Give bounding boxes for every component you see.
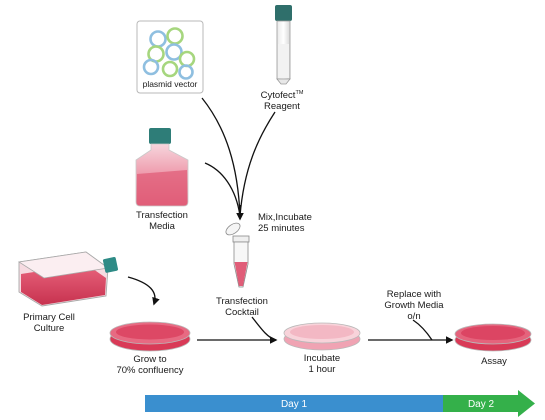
reagent-label-line1: CytofectTM bbox=[261, 90, 304, 101]
reagent-label-line2: Reagent bbox=[264, 101, 300, 112]
media-to-mix-curve bbox=[204, 162, 241, 217]
dish-assay: Assay bbox=[454, 323, 532, 367]
reagent-to-mix-curve bbox=[239, 111, 276, 217]
incubate-label-line2: 1 hour bbox=[309, 364, 336, 375]
primary-label-line2: Culture bbox=[34, 323, 65, 334]
dish-incubate: Incubate 1 hour bbox=[283, 322, 361, 375]
plasmid-label: plasmid vector bbox=[143, 79, 198, 89]
transfection-cocktail-tube: Transfection Cocktail bbox=[216, 222, 268, 318]
cocktail-to-incubate-curve bbox=[251, 316, 277, 341]
flask-to-dish-arrow bbox=[127, 276, 160, 306]
assay-label: Assay bbox=[481, 356, 507, 367]
converging-arrows bbox=[201, 97, 276, 221]
cytofect-reagent-tube: CytofectTM Reagent bbox=[261, 5, 304, 112]
tube-lid-open bbox=[225, 222, 241, 236]
flask-cap bbox=[102, 256, 119, 273]
replace-label-line3: o/n bbox=[407, 311, 420, 322]
media-label-line1: Transfection bbox=[136, 210, 188, 221]
transfection-media-bottle: Transfection Media bbox=[135, 128, 189, 232]
plasmid-rings-icon bbox=[142, 27, 196, 80]
plasmid-vector: plasmid vector bbox=[136, 20, 204, 94]
timeline: Day 1 Day 2 bbox=[145, 390, 535, 417]
plasmid-to-mix-curve bbox=[201, 97, 241, 217]
dish-grow: Grow to 70% confluency bbox=[109, 321, 191, 376]
grow-label-line1: Grow to bbox=[133, 354, 166, 365]
timeline-day1-bar bbox=[145, 395, 443, 412]
grow-label-line2: 70% confluency bbox=[116, 365, 183, 376]
media-label-line2: Media bbox=[149, 221, 176, 232]
mix-label-line1: Mix,Incubate bbox=[258, 212, 312, 223]
cocktail-label-line2: Cocktail bbox=[225, 307, 259, 318]
timeline-day1-label: Day 1 bbox=[281, 399, 308, 410]
replace-label-line1: Replace with bbox=[387, 289, 441, 300]
primary-label-line1: Primary Cell bbox=[23, 312, 75, 323]
cocktail-label-line1: Transfection bbox=[216, 296, 268, 307]
reagent-cap bbox=[275, 5, 292, 21]
primary-cell-culture-flask: Primary Cell Culture bbox=[17, 251, 119, 334]
timeline-day2-label: Day 2 bbox=[468, 399, 495, 410]
replace-media-curve bbox=[412, 319, 433, 341]
media-bottle-cap bbox=[149, 128, 171, 144]
timeline-day2-arrow bbox=[443, 390, 535, 417]
mix-label-line2: 25 minutes bbox=[258, 223, 305, 234]
incubate-label-line1: Incubate bbox=[304, 353, 340, 364]
replace-label-line2: Growth Media bbox=[384, 300, 444, 311]
